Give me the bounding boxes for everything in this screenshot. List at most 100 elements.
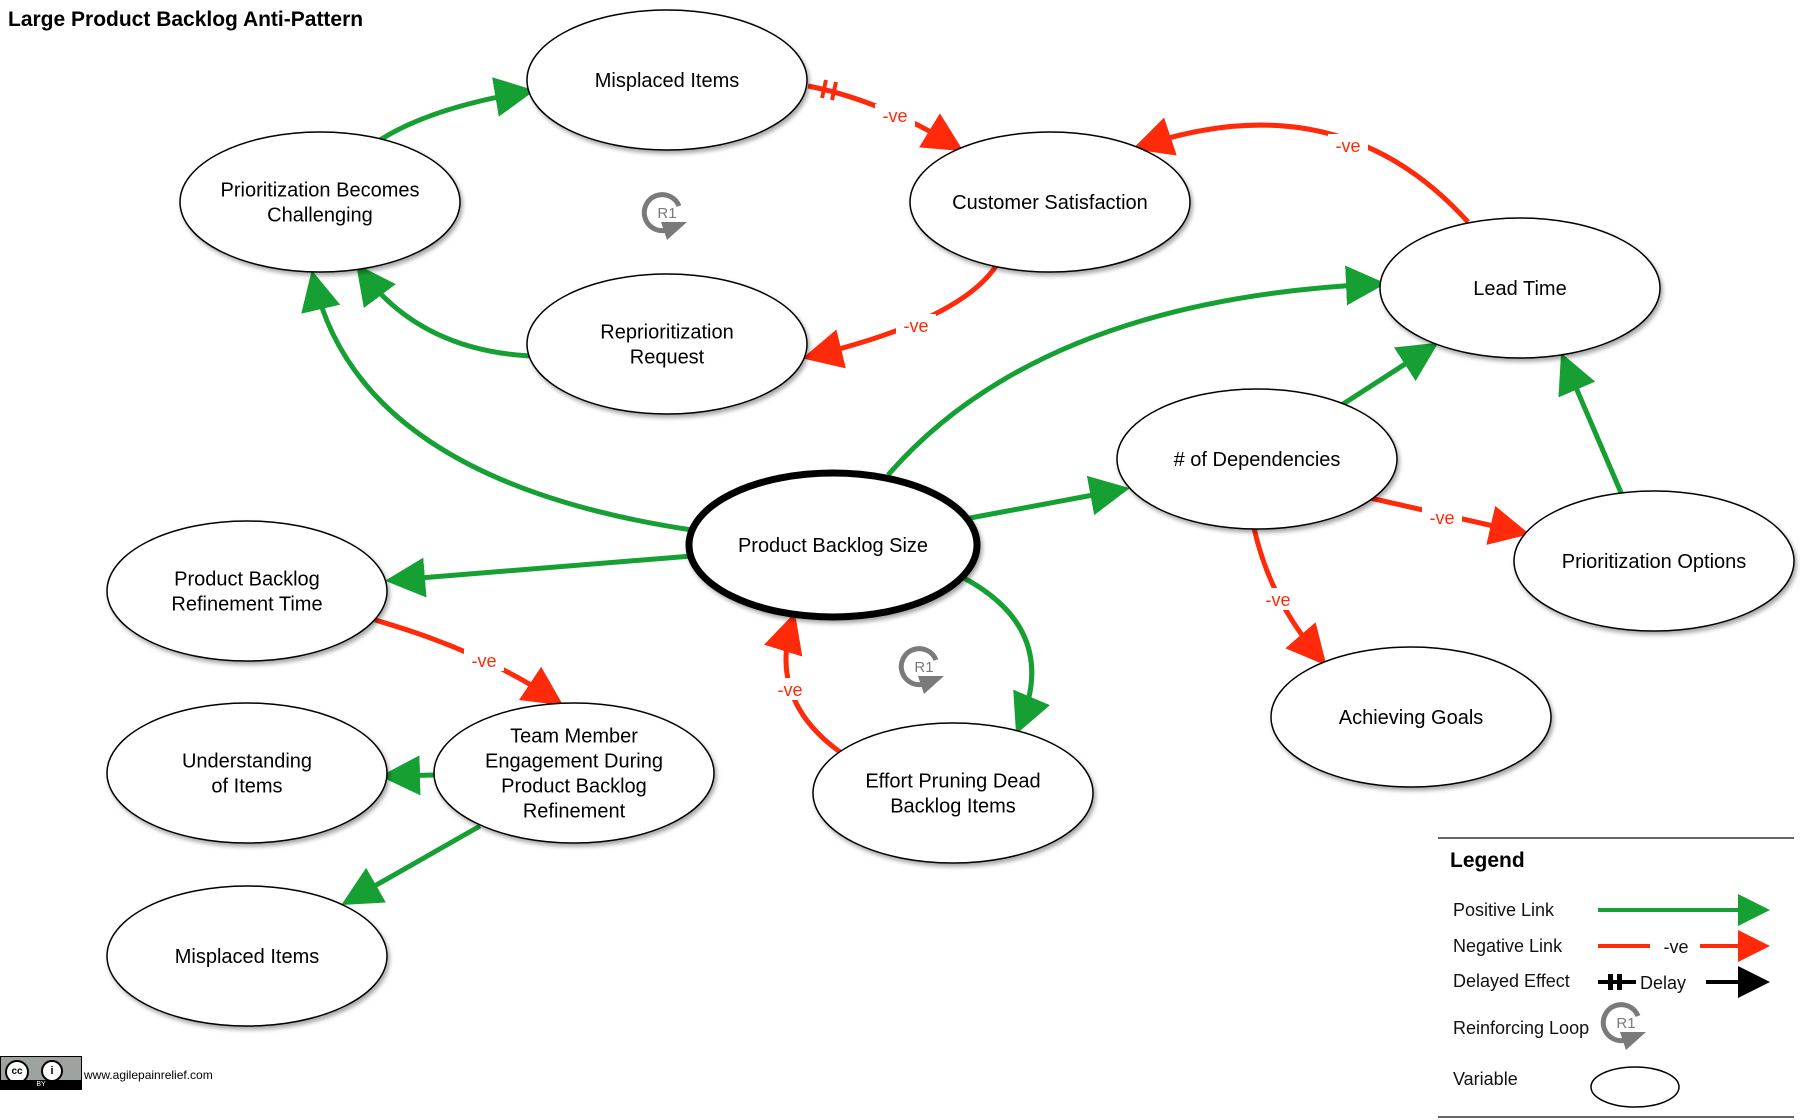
reinforcing-loop-icon: R1: [641, 192, 687, 240]
label-background: [1422, 506, 1462, 528]
link-product_backlog_size-to-dependencies: [969, 475, 1130, 521]
variable-label: # of Dependencies: [1174, 449, 1341, 471]
link-arrow: [962, 575, 1051, 735]
link-customer_satisfaction-to-reprioritization_request: -ve: [802, 264, 999, 369]
variable-label: Team Member: [510, 726, 638, 748]
link-arrow: [385, 553, 693, 598]
label-background: [1258, 588, 1298, 610]
legend-reinforcing-label: Reinforcing Loop: [1453, 1018, 1589, 1038]
delay-mark: [820, 79, 828, 99]
delay-mark: [830, 81, 838, 101]
link-arrow: [969, 475, 1130, 521]
variable-label: Understanding: [182, 751, 312, 773]
link-arrow: [802, 264, 999, 369]
variable-label: Achieving Goals: [1339, 707, 1484, 729]
label-background: [770, 678, 810, 700]
variable-prioritization-options[interactable]: Prioritization Options: [1513, 490, 1795, 632]
negative-link-mark: -ve: [1663, 937, 1688, 957]
variable-lead-time[interactable]: Lead Time: [1379, 217, 1661, 359]
link-arrow: [1338, 342, 1439, 409]
variable-ellipse: [909, 131, 1191, 273]
variable-ellipse: [1116, 388, 1398, 530]
loop-label: R1: [914, 659, 933, 676]
variable-label: Lead Time: [1473, 278, 1566, 300]
variable-label: Misplaced Items: [175, 946, 320, 968]
variable-label: Refinement Time: [171, 594, 322, 616]
variable-ellipse: [526, 9, 808, 151]
by-label: BY: [1, 1080, 81, 1089]
legend-positive-label: Positive Link: [1453, 900, 1555, 920]
link-product_backlog_size-to-effort_pruning: [962, 575, 1051, 735]
website-link[interactable]: www.agilepainrelief.com: [84, 1068, 213, 1082]
link-lead_time-to-customer_satisfaction: -ve: [1132, 117, 1470, 224]
link-prioritization_challenging-to-misplaced_items_top: [378, 77, 535, 143]
variable-label: Product Backlog Size: [738, 535, 928, 557]
link-arrow: [1558, 352, 1625, 496]
variable-ellipse: [1270, 646, 1552, 788]
negative-label: -ve: [471, 651, 496, 671]
variable-label: Effort Pruning Dead: [865, 771, 1040, 793]
loop-label: R1: [657, 205, 676, 222]
negative-label: -ve: [777, 680, 802, 700]
variable-label: Customer Satisfaction: [952, 192, 1148, 214]
link-reprioritization_request-to-prioritization_challenging: [356, 263, 531, 359]
loop-arrowhead: [918, 676, 944, 694]
loop-arrowhead: [1620, 1032, 1646, 1050]
loop-label: R1: [1616, 1015, 1635, 1032]
label-background: [464, 649, 504, 671]
label-background: [875, 104, 915, 126]
legend-variable-label: Variable: [1453, 1069, 1518, 1089]
loop-arc: [641, 192, 682, 234]
variable-dependencies[interactable]: # of Dependencies: [1116, 388, 1398, 530]
variable-label: Prioritization Becomes: [221, 180, 420, 202]
link-misplaced_items_top-to-customer_satisfaction: -ve: [807, 79, 964, 152]
variable-ellipse: [106, 702, 388, 844]
attribution-person-icon: i: [41, 1060, 63, 1082]
variable-label: Engagement During: [485, 751, 663, 773]
variable-label: Request: [630, 347, 705, 369]
legend-negative-label: Negative Link: [1453, 936, 1563, 956]
link-product_backlog_size-to-lead_time: [886, 265, 1386, 477]
legend-delayed-label: Delayed Effect: [1453, 971, 1570, 991]
variable-label: Refinement: [523, 801, 626, 823]
variable-customer-satisfaction[interactable]: Customer Satisfaction: [909, 131, 1191, 273]
negative-label: -ve: [882, 106, 907, 126]
legend-loop-icon: R1: [1600, 1002, 1646, 1050]
cc-by-license-badge: cc i BY: [0, 1056, 82, 1090]
variable-label: Product Backlog: [501, 776, 647, 798]
variable-label: Misplaced Items: [595, 70, 740, 92]
link-arrow: [380, 755, 436, 796]
variable-ellipse: [106, 885, 388, 1027]
variable-ellipse: [1513, 490, 1795, 632]
variable-ellipse: [812, 722, 1094, 864]
negative-label: -ve: [1429, 508, 1454, 528]
legend-title: Legend: [1450, 849, 1525, 872]
loop-arc: [1600, 1002, 1641, 1044]
link-arrow: [341, 823, 482, 905]
link-team_engagement-to-understanding_items: [380, 755, 436, 796]
link-refinement_time-to-team_engagement: -ve: [374, 617, 564, 706]
variable-misplaced-items-bottom[interactable]: Misplaced Items: [106, 885, 388, 1027]
variable-label: Prioritization Options: [1562, 551, 1747, 573]
variable-label: Reprioritization: [600, 322, 733, 344]
variable-achieving-goals[interactable]: Achieving Goals: [1270, 646, 1552, 788]
delay-mark: [1608, 974, 1613, 990]
link-dependencies-to-achieving_goals: -ve: [1251, 527, 1327, 666]
link-product_backlog_size-to-prioritization_challenging: [301, 270, 693, 533]
link-arrow: [886, 265, 1386, 477]
link-dependencies-to-lead_time: [1338, 342, 1439, 409]
link-team_engagement-to-misplaced_items_bottom: [341, 823, 482, 905]
link-effort_pruning-to-product_backlog_size: -ve: [764, 612, 842, 755]
link-prioritization_options-to-lead_time: [1558, 352, 1625, 496]
variable-ellipse: [179, 131, 461, 273]
variable-product-backlog-size[interactable]: Product Backlog Size: [685, 469, 981, 621]
variable-misplaced-items-top[interactable]: Misplaced Items: [526, 9, 808, 151]
variable-ellipse: [685, 469, 981, 621]
